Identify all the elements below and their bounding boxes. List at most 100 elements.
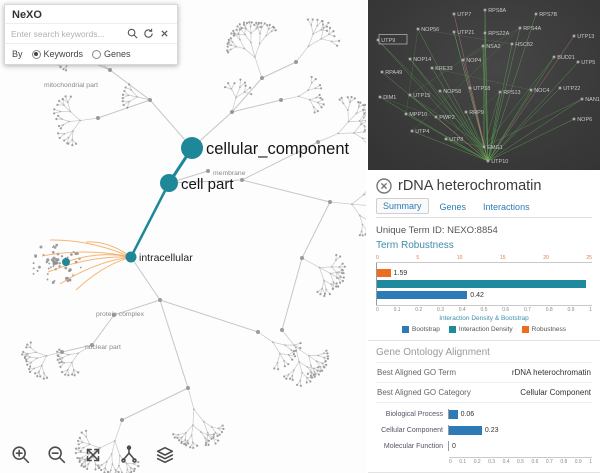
network-node-NOP58[interactable]: NOP58 (438, 89, 462, 95)
network-node-PWP2[interactable]: PWP2 (434, 115, 455, 121)
search-mode-row: By Keywords Genes (5, 44, 177, 64)
network-node-UTP18[interactable]: UTP18 (468, 86, 491, 92)
interaction-network-panel[interactable]: UTP9 NOP56 UTP7 RPS8A RPS7B RPS4A UTP21 RPS22A U… (368, 0, 600, 170)
network-node-label: PWP2 (439, 115, 455, 121)
network-node-UTP21[interactable]: UTP21 (452, 30, 475, 36)
label-cellular-component: cellular_component (206, 140, 350, 158)
label-intracellular: intracellular (139, 252, 193, 264)
ontology-canvas[interactable]: cellular_component cell part intracellul… (0, 0, 366, 473)
term-title: rDNA heterochromatin (398, 178, 542, 194)
layers-button[interactable] (152, 442, 177, 467)
network-node-DIM1[interactable]: DIM1 (378, 95, 397, 101)
network-node-label: DIM1 (383, 95, 396, 101)
network-node-UTP22[interactable]: UTP22 (558, 86, 581, 92)
unique-term-id-label: Unique Term ID: (376, 225, 445, 236)
network-node-label: NOP4 (466, 58, 481, 64)
network-node-KRE33[interactable]: KRE33 (430, 66, 453, 72)
network-node-RRP9[interactable]: RRP9 (464, 110, 484, 116)
network-node-UTP7[interactable]: UTP7 (452, 12, 472, 18)
network-node-label: KRE33 (435, 66, 452, 72)
network-node-label: RRP9 (469, 110, 484, 116)
hierarchy-button[interactable] (116, 442, 141, 467)
close-icon[interactable] (376, 178, 392, 194)
network-node-label: UTP13 (577, 34, 594, 40)
keywords-radio-label: Keywords (43, 49, 84, 59)
network-node-label: UTP21 (457, 30, 474, 36)
bar-interaction-density (377, 280, 592, 288)
network-node-UTP8[interactable]: UTP8 (444, 137, 464, 143)
zoom-in-button[interactable] (8, 442, 33, 467)
legend-interaction-density: Interaction Density (448, 326, 513, 333)
network-node-label: UTP15 (413, 93, 430, 99)
search-panel: NeXO By Keywords (4, 4, 178, 65)
network-node-EMG1[interactable]: EMG1 (482, 145, 503, 151)
network-node-RPS4A[interactable]: RPS4A (518, 26, 542, 32)
search-input[interactable] (11, 28, 123, 39)
network-node-NOP56[interactable]: NOP56 (416, 27, 440, 33)
keywords-radio-icon[interactable] (31, 49, 41, 59)
fit-view-button[interactable] (80, 442, 105, 467)
network-node-label: UTP7 (457, 12, 471, 18)
network-node-NOP4[interactable]: NOP4 (461, 58, 481, 64)
network-node-NOC4[interactable]: NOC4 (529, 88, 550, 94)
network-node-label: RPS4A (523, 26, 541, 32)
network-node-label: NOP14 (413, 57, 431, 63)
node-cellular-component[interactable] (181, 137, 203, 159)
network-node-RPS22A[interactable]: RPS22A (483, 31, 510, 37)
node-gene-cluster[interactable] (62, 258, 70, 266)
genes-radio-icon[interactable] (92, 49, 102, 59)
node-cell-part[interactable] (160, 174, 178, 192)
tab-interactions[interactable]: Interactions (483, 202, 530, 212)
network-node-BUD21[interactable]: BUD21 (552, 55, 575, 61)
network-node-label: HSC82 (515, 42, 533, 48)
network-node-RPA49[interactable]: RPA49 (380, 70, 403, 76)
network-node-label: UTP10 (491, 159, 508, 165)
network-node-HSC82[interactable]: HSC82 (510, 42, 533, 48)
network-node-NAN1[interactable]: NAN1 (580, 97, 600, 103)
network-node-RPS13[interactable]: RPS13 (498, 90, 521, 96)
network-node-RPS8A[interactable]: RPS8A (483, 8, 507, 14)
radio-genes[interactable]: Genes (92, 49, 131, 59)
tab-summary[interactable]: Summary (376, 198, 429, 214)
network-node-label: UTP9 (381, 38, 395, 44)
network-node-RPS7B[interactable]: RPS7B (534, 12, 558, 18)
node-intracellular[interactable] (125, 251, 137, 263)
network-node-UTP10[interactable]: UTP10 (486, 159, 509, 165)
network-node-UTP15[interactable]: UTP15 (408, 93, 431, 99)
network-node-UTP5[interactable]: UTP5 (576, 60, 596, 66)
network-node-MPP10[interactable]: MPP10 (404, 112, 428, 118)
network-node-label: RPS7B (539, 12, 557, 18)
layers-icon (156, 446, 173, 463)
network-node-UTP4[interactable]: UTP4 (410, 129, 430, 135)
tree-branches (21, 8, 366, 473)
clear-icon[interactable] (158, 27, 171, 40)
search-icon[interactable] (126, 27, 139, 40)
network-node-UTP9[interactable]: UTP9 (376, 34, 408, 45)
genes-radio-label: Genes (104, 49, 131, 59)
zoom-out-button[interactable] (44, 442, 69, 467)
network-node-label: RPS13 (503, 90, 520, 96)
label-protein-complex: protein complex (96, 311, 145, 318)
radio-keywords[interactable]: Keywords (31, 49, 84, 59)
network-node-NOP14[interactable]: NOP14 (408, 57, 432, 63)
reset-icon[interactable] (142, 27, 155, 40)
legend-bootstrap: Bootstrap (402, 326, 440, 333)
robustness-axis-label: Interaction Density & Bootstrap (439, 315, 529, 322)
ontology-tree-svg[interactable]: cellular_component cell part intracellul… (0, 0, 366, 473)
network-node-UTP13[interactable]: UTP13 (572, 34, 595, 40)
network-node-label: NOC4 (534, 88, 549, 94)
network-node-label: RPA49 (385, 70, 402, 76)
unique-term-id-value: NEXO:8854 (447, 225, 498, 236)
network-node-label: MPP10 (409, 112, 427, 118)
bar-robustness: 1.59 (377, 269, 592, 277)
network-node-NOP6[interactable]: NOP6 (572, 117, 592, 123)
tab-genes[interactable]: Genes (439, 202, 467, 212)
fit-view-icon (86, 448, 99, 461)
network-node-NSA2[interactable]: NSA2 (481, 44, 501, 50)
label-membrane: membrane (213, 170, 246, 177)
